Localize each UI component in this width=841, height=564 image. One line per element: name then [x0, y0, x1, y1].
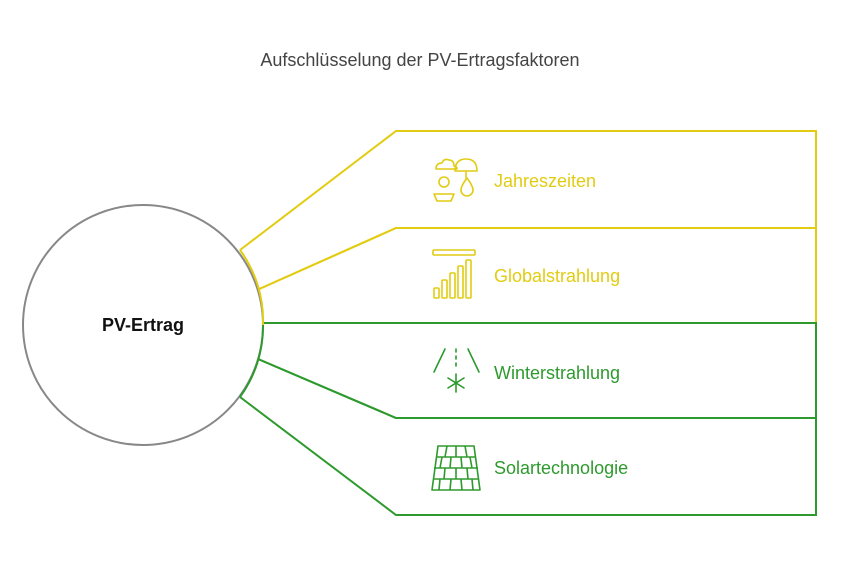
center-label: PV-Ertrag: [102, 315, 184, 335]
center-arc-green: [239, 324, 265, 398]
bar-chart-icon: [432, 249, 476, 299]
label-winterstrahlung: Winterstrahlung: [494, 363, 620, 383]
label-jahreszeiten: Jahreszeiten: [494, 171, 596, 191]
diagram-title: Aufschlüsselung der PV-Ertragsfaktoren: [260, 50, 579, 70]
solar-panel-icon: [431, 445, 481, 491]
branch-outline-solartechnologie: [239, 358, 817, 516]
seasons-icon: [433, 158, 478, 202]
factor-solartechnologie: [239, 358, 817, 516]
center-arc-yellow: [239, 249, 265, 326]
label-globalstrahlung: Globalstrahlung: [494, 266, 620, 286]
snowflake-icon: [433, 348, 480, 393]
label-solartechnologie: Solartechnologie: [494, 458, 628, 478]
